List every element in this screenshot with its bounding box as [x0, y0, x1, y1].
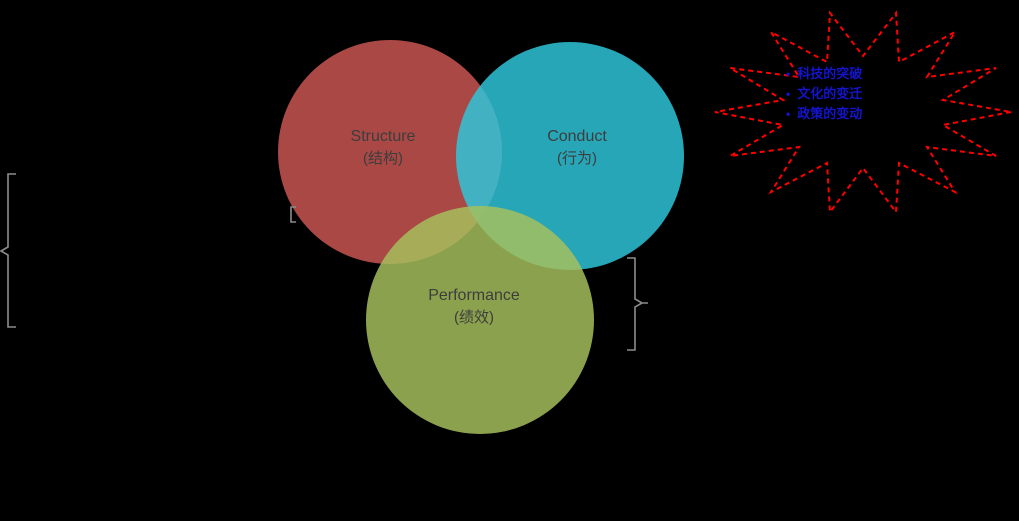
small-bracket	[290, 206, 296, 223]
starburst-item: • 文化的变迁	[786, 84, 926, 104]
starburst-list: • 科技的突破 • 文化的变迁 • 政策的变动	[786, 64, 926, 124]
bullet-icon: •	[786, 107, 791, 121]
bullet-icon: •	[786, 67, 791, 81]
starburst-item: • 科技的突破	[786, 64, 926, 84]
left-brace	[0, 173, 16, 328]
structure-circle	[278, 40, 502, 264]
starburst-item-text: 科技的突破	[797, 66, 863, 81]
performance-circle	[366, 206, 594, 434]
right-brace	[627, 257, 648, 351]
starburst-item-text: 文化的变迁	[797, 86, 863, 101]
starburst-item: • 政策的变动	[786, 104, 926, 124]
bullet-icon: •	[786, 87, 791, 101]
starburst-item-text: 政策的变动	[797, 106, 863, 121]
starburst-shape	[714, 10, 1012, 215]
